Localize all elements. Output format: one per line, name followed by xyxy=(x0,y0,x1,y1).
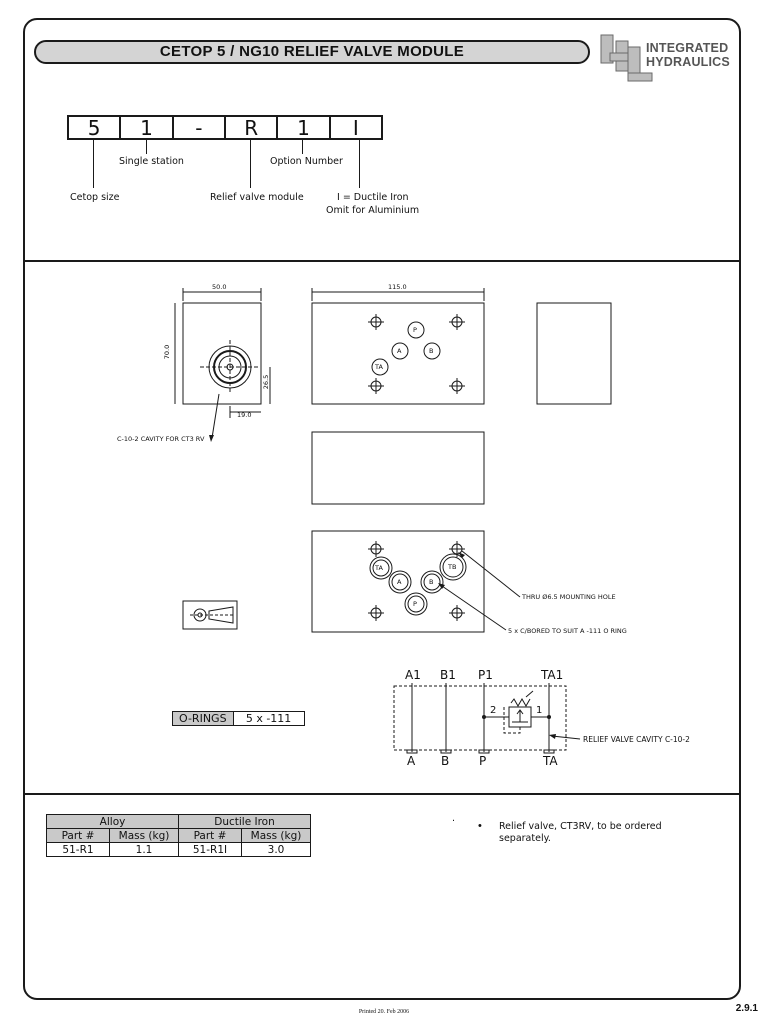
port-b-top: B xyxy=(429,347,434,355)
label-cetop-size: Cetop size xyxy=(70,192,120,203)
schematic-bottom-p: P xyxy=(479,754,487,768)
dim-width-side: 50.0 xyxy=(212,283,227,291)
logo-text-line2: HYDRAULICS xyxy=(646,55,730,69)
label-ductile-iron: I = Ductile Iron xyxy=(337,192,409,203)
code-cell-dash: - xyxy=(174,117,226,139)
logo-text-line1: INTEGRATED xyxy=(646,41,729,55)
schematic-bottom-b: B xyxy=(441,754,450,768)
footer-printed-date: Printed 20. Feb 2006 xyxy=(358,1009,410,1015)
label-omit-aluminium: Omit for Aluminium xyxy=(326,205,420,216)
port-tb-bottom: TB xyxy=(448,563,457,571)
section-divider-1 xyxy=(23,260,741,262)
note-line-1: Relief valve, CT3RV, to be ordered xyxy=(499,821,662,832)
code-cell-station: 1 xyxy=(121,117,174,139)
note-line-2: separately. xyxy=(499,833,551,844)
section-divider-2 xyxy=(23,793,741,795)
dim-height-side: 70.0 xyxy=(163,344,172,360)
schematic-bottom-a: A xyxy=(407,754,416,768)
code-cell-size: 5 xyxy=(69,117,122,139)
page-frame xyxy=(23,18,741,1000)
schematic-top-a1: A1 xyxy=(405,668,421,682)
port-p-top: P xyxy=(413,326,417,334)
page-title: CETOP 5 / NG10 RELIEF VALVE MODULE xyxy=(34,40,590,64)
label-single-station: Single station xyxy=(119,156,184,167)
orings-value: 5 x -111 xyxy=(232,711,305,726)
port-a-top: A xyxy=(397,347,402,355)
parts-table: Alloy Ductile Iron Part # Mass (kg) Part… xyxy=(46,814,311,857)
code-cell-material: I xyxy=(352,116,359,140)
ordering-code-box: 5 1 - R 1 I xyxy=(67,115,383,140)
dim-cavity-offset: 19.0 xyxy=(237,411,252,419)
orings-label: O-RINGS xyxy=(172,711,234,726)
table-header-part-1: Part # xyxy=(46,828,110,843)
code-cell-module: R xyxy=(226,117,279,139)
callout-line-size xyxy=(93,140,94,188)
table-cell-mass-alloy: 1.1 xyxy=(109,842,179,857)
schematic-port-2: 2 xyxy=(490,705,497,716)
note-bullet: • xyxy=(478,820,482,832)
port-ta-bottom: TA xyxy=(375,564,383,572)
table-group-ductile-iron: Ductile Iron xyxy=(178,814,311,829)
schematic-port-1: 1 xyxy=(536,705,543,716)
ihl-logo-icon xyxy=(600,34,653,82)
table-header-part-2: Part # xyxy=(178,828,242,843)
code-cell-option: 1 xyxy=(278,117,331,139)
table-cell-part-iron: 51-R1I xyxy=(178,842,242,857)
stray-dot: . xyxy=(452,813,456,824)
port-ta-top: TA xyxy=(375,363,383,371)
table-cell-mass-iron: 3.0 xyxy=(241,842,311,857)
port-b-bottom: B xyxy=(429,578,434,586)
page-number: 2.9.1 xyxy=(735,1003,758,1014)
table-group-alloy: Alloy xyxy=(46,814,179,829)
schematic-cavity-label: RELIEF VALVE CAVITY C-10-2 xyxy=(583,735,690,744)
callout-line-station xyxy=(146,140,147,154)
schematic-top-ta1: TA1 xyxy=(541,668,564,682)
mounting-hole-note: THRU Ø6.5 MOUNTING HOLE xyxy=(522,593,616,601)
dim-length-top: 115.0 xyxy=(388,283,407,291)
schematic-top-p1: P1 xyxy=(478,668,493,682)
callout-line-option xyxy=(302,140,303,154)
port-a-bottom: A xyxy=(397,578,402,586)
callout-line-material xyxy=(359,140,360,188)
cavity-note: C-10-2 CAVITY FOR CT3 RV xyxy=(117,435,205,443)
orings-table: O-RINGS 5 x -111 xyxy=(172,711,305,726)
schematic-top-b1: B1 xyxy=(440,668,456,682)
callout-line-module xyxy=(250,140,251,188)
label-option-number: Option Number xyxy=(270,156,343,167)
port-p-bottom: P xyxy=(413,600,417,608)
dim-cavity-height: 26.5 xyxy=(262,374,271,390)
label-relief-valve-module: Relief valve module xyxy=(210,192,304,203)
table-header-mass-2: Mass (kg) xyxy=(241,828,311,843)
schematic-bottom-ta: TA xyxy=(543,754,558,768)
oring-bore-note: 5 x C/BORED TO SUIT A -111 O RING xyxy=(508,627,627,635)
table-header-mass-1: Mass (kg) xyxy=(109,828,179,843)
table-cell-part-alloy: 51-R1 xyxy=(46,842,110,857)
